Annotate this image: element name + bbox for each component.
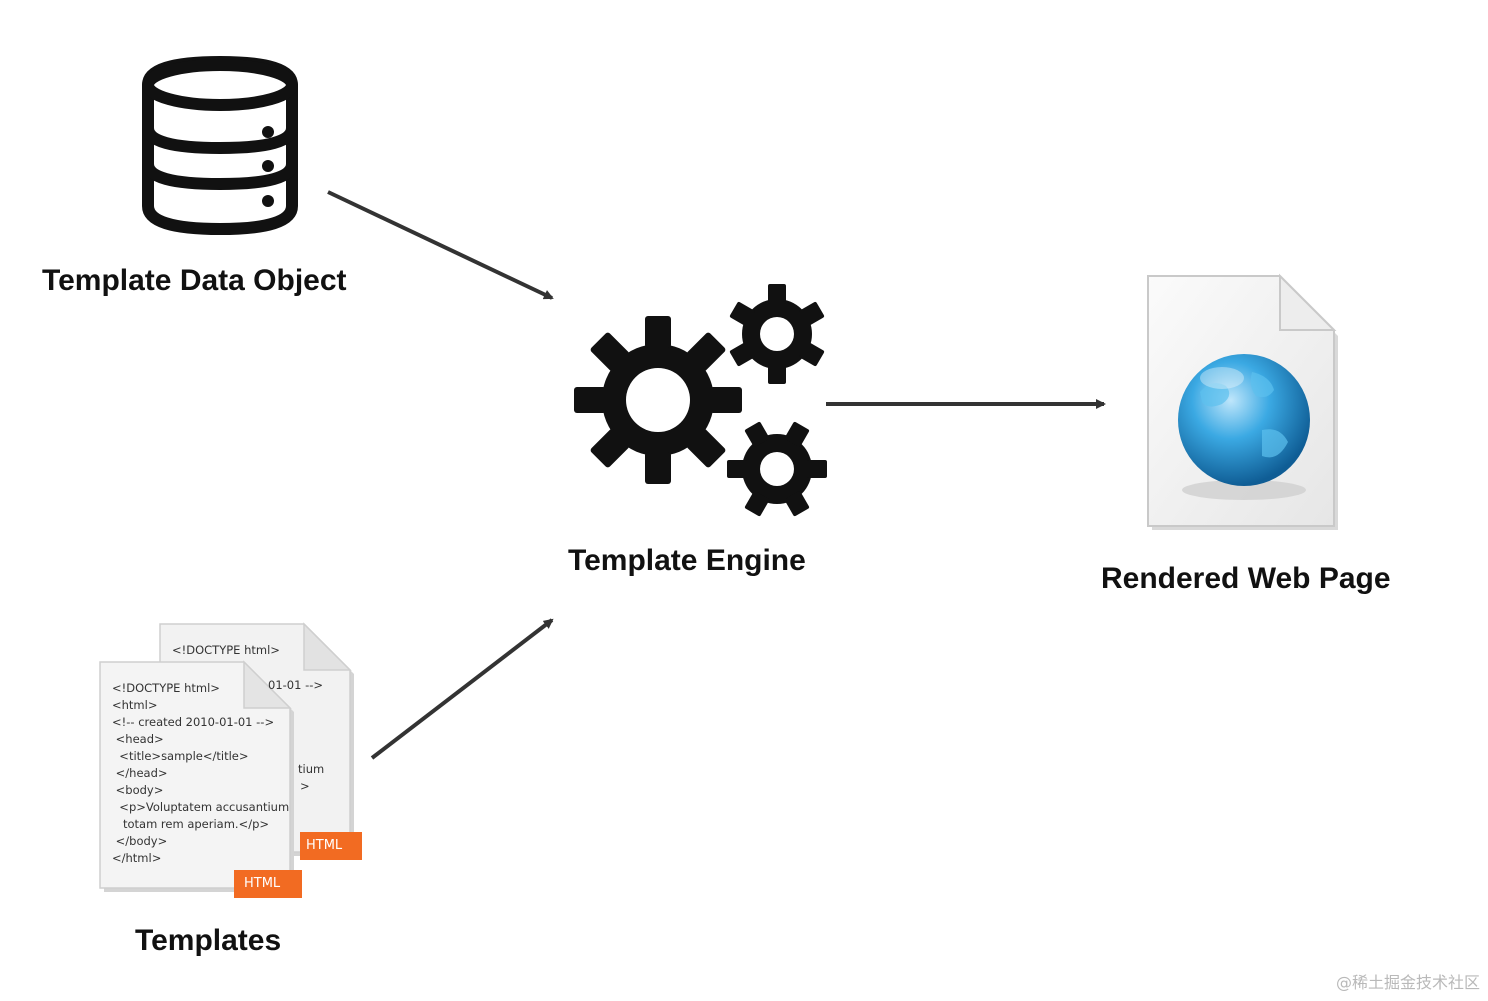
html-badge-front-label: HTML bbox=[244, 876, 281, 891]
template-back-code-line-1: <!DOCTYPE html> bbox=[172, 643, 280, 657]
code-line: totam rem aperiam.</p> bbox=[112, 817, 270, 831]
large-gear-icon bbox=[574, 316, 742, 484]
arrow-data-to-engine bbox=[327, 190, 554, 300]
code-line: <title>sample</title> bbox=[112, 749, 249, 763]
html-documents-icon bbox=[99, 622, 362, 898]
label-template-data-object: Template Data Object bbox=[42, 264, 347, 297]
html-badge-front bbox=[234, 870, 302, 898]
template-back-code-line-2: 01-01 --> bbox=[268, 678, 324, 692]
code-line: </head> bbox=[112, 766, 168, 780]
label-template-engine: Template Engine bbox=[568, 544, 806, 577]
template-back-code-line-3: tium bbox=[298, 762, 325, 776]
database-icon bbox=[142, 56, 298, 235]
code-line: </html> bbox=[112, 851, 162, 865]
code-line: <!-- created 2010-01-01 --> bbox=[112, 715, 275, 729]
code-line: <html> bbox=[112, 698, 158, 712]
label-templates: Templates bbox=[135, 924, 282, 957]
code-line: <!DOCTYPE html> bbox=[112, 681, 220, 695]
label-rendered-web-page: Rendered Web Page bbox=[1101, 562, 1391, 595]
globe-icon bbox=[1178, 354, 1310, 486]
gears-icon bbox=[574, 284, 827, 517]
html-badge-back bbox=[300, 832, 362, 860]
html-badge-back-label: HTML bbox=[306, 838, 343, 853]
small-gear-bottom-icon bbox=[727, 421, 827, 517]
watermark: @稀土掘金技术社区 bbox=[1335, 973, 1480, 992]
code-line: <p>Voluptatem accusantium bbox=[112, 800, 290, 814]
template-back-code-line-4: > bbox=[300, 779, 310, 793]
web-page-icon bbox=[1147, 273, 1338, 530]
arrow-templates-to-engine bbox=[370, 618, 554, 760]
code-line: <body> bbox=[112, 783, 164, 797]
code-line: </body> bbox=[112, 834, 168, 848]
small-gear-top-icon bbox=[729, 284, 825, 384]
template-front-code: <!DOCTYPE html> <html> <!-- created 2010… bbox=[112, 680, 289, 867]
code-line: <head> bbox=[112, 732, 164, 746]
